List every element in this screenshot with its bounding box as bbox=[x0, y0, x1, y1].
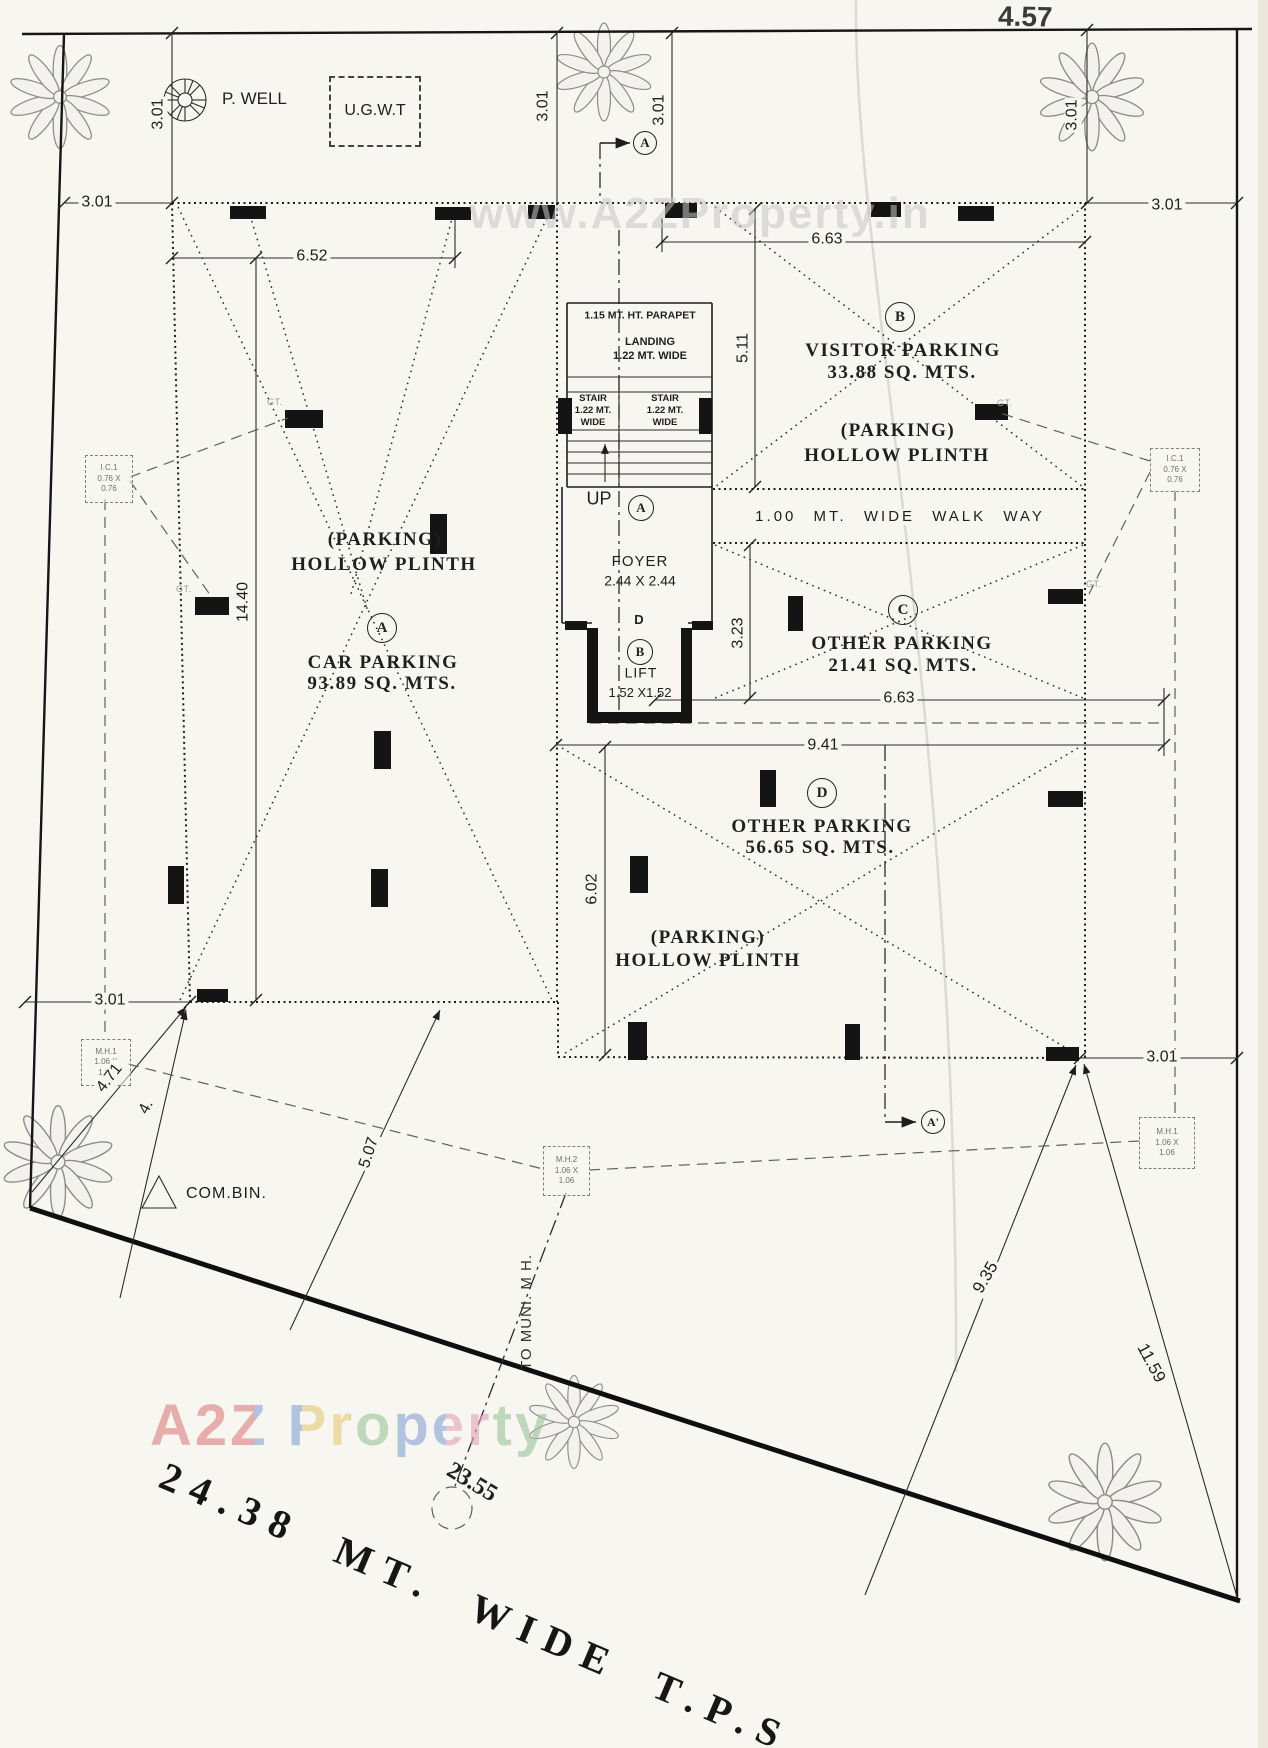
dim-3-01-bottom-right: 3.01 bbox=[1143, 1049, 1181, 1067]
zone-c-area: 21.41 SQ. MTS. bbox=[828, 655, 978, 677]
column-blocks bbox=[168, 202, 1083, 1061]
zone-d-marker: D bbox=[807, 778, 837, 808]
walkway-label: 1.00 MT. WIDE WALK WAY bbox=[751, 509, 1049, 525]
dim-3-01-top-v2: 3.01 bbox=[534, 88, 553, 124]
dim-6-63-bottom: 6.63 bbox=[880, 690, 918, 708]
dim-3-23: 3.23 bbox=[729, 615, 748, 651]
municipal-manhole-circle bbox=[431, 1486, 473, 1530]
zone-b-area: 33.88 SQ. MTS. bbox=[827, 362, 977, 384]
plinth-outline bbox=[171, 202, 1087, 1059]
lift-size-label: 1.52 X1.52 bbox=[608, 685, 672, 701]
parking-diagonals bbox=[177, 206, 1084, 1056]
dim-6-63-top: 6.63 bbox=[808, 231, 846, 249]
mh1-right-line3: 1.06 bbox=[1159, 1148, 1175, 1158]
to-muni-label: TO MUNI. M H. bbox=[518, 1253, 536, 1371]
gt-label-3: GT. bbox=[997, 398, 1013, 408]
dim-3-01-top-v3: 3.01 bbox=[650, 92, 669, 128]
stair-block bbox=[558, 302, 713, 723]
ic1-box-right: I.C.1 0.76 X 0.76 bbox=[1150, 448, 1200, 492]
foyer-label: FOYER bbox=[611, 553, 669, 571]
stair-left-label2: 1.22 MT. bbox=[574, 405, 612, 417]
dim-6-52: 6.52 bbox=[293, 248, 331, 266]
zone-a-area: 93.89 SQ. MTS. bbox=[307, 673, 457, 695]
dim-3-01-top-v4: 3.01 bbox=[1063, 97, 1082, 133]
landing-width-label: 1.22 MT. WIDE bbox=[613, 350, 687, 363]
p-well-label: P. WELL bbox=[222, 89, 287, 108]
zone-a-tag1: (PARKING) bbox=[327, 529, 443, 551]
zone-d-title: OTHER PARKING bbox=[731, 816, 913, 838]
utility-lines bbox=[104, 411, 1176, 1530]
mh1-right-line2: 1.06 X bbox=[1155, 1137, 1179, 1147]
watermark-bottom: A2Z Property bbox=[150, 1393, 551, 1458]
zone-b-marker: B bbox=[885, 302, 915, 332]
dim-3-01-bottom-left: 3.01 bbox=[91, 992, 129, 1010]
mh2-line3: 1.06 bbox=[558, 1176, 575, 1186]
zone-b-tag1: (PARKING) bbox=[840, 420, 956, 442]
watermark-top: www.A2ZProperty.in bbox=[469, 188, 931, 238]
section-marker-a: A bbox=[633, 131, 657, 155]
stair-right-label3: WIDE bbox=[652, 417, 678, 429]
com-bin-label: COM.BIN. bbox=[186, 1185, 267, 1202]
stair-left-label1: STAIR bbox=[579, 393, 607, 405]
mh2-line1: M.H.2 bbox=[555, 1155, 578, 1165]
road-line bbox=[29, 1205, 1241, 1604]
dim-14-40: 14.40 bbox=[234, 579, 253, 625]
zone-b-tag2: HOLLOW PLINTH bbox=[804, 445, 990, 467]
section-marker-a-prime: A' bbox=[921, 1110, 945, 1134]
dim-9-41: 9.41 bbox=[804, 737, 842, 755]
zone-a-marker: A bbox=[367, 613, 397, 643]
plot-well-icon bbox=[163, 78, 207, 122]
dim-6-02: 6.02 bbox=[583, 871, 602, 907]
dim-3-01-top-left: 3.01 bbox=[78, 194, 116, 212]
door-label: D bbox=[631, 613, 647, 627]
stair-left-label3: WIDE bbox=[580, 417, 606, 429]
zone-b-title: VISITOR PARKING bbox=[805, 340, 1001, 362]
stair-right-label1: STAIR bbox=[651, 393, 679, 405]
com-bin-icon bbox=[141, 1174, 177, 1209]
mh1-left-line2: 1.06 X bbox=[94, 1057, 118, 1067]
corner-note: 4.57 bbox=[997, 0, 1053, 33]
ic1-right-line3: 0.76 bbox=[1167, 475, 1183, 485]
ic1-left-line3: 0.76 bbox=[101, 484, 117, 494]
ic1-right-line2: 0.76 X bbox=[1163, 464, 1187, 474]
zone-a-title: CAR PARKING bbox=[307, 652, 459, 674]
dim-3-01-top-v1: 3.01 bbox=[149, 96, 168, 132]
gt-label-4: GT. bbox=[1086, 579, 1102, 589]
zone-d-tag1: (PARKING) bbox=[650, 927, 766, 949]
mh1-box-right: M.H.1 1.06 X 1.06 bbox=[1139, 1117, 1195, 1169]
zone-c-title: OTHER PARKING bbox=[811, 633, 993, 655]
dimension-lines bbox=[18, 23, 1244, 1598]
stair-right-label2: 1.22 MT. bbox=[646, 405, 684, 417]
gt-label-1: GT. bbox=[267, 397, 283, 407]
ic1-box-left: I.C.1 0.76 X 0.76 bbox=[85, 455, 133, 503]
mh2-box: M.H.2 1.06 X 1.06 bbox=[543, 1146, 590, 1196]
dim-5-11: 5.11 bbox=[734, 331, 753, 365]
scan-crease-marks bbox=[854, 0, 1268, 1748]
gt-label-2: GT. bbox=[176, 584, 192, 594]
up-label: UP bbox=[586, 488, 612, 509]
dim-3-01-top-right: 3.01 bbox=[1148, 197, 1186, 215]
ic1-left-line1: I.C.1 bbox=[100, 463, 118, 473]
parapet-label: 1.15 MT. HT. PARAPET bbox=[584, 309, 696, 322]
ic1-left-line2: 0.76 X bbox=[97, 473, 121, 483]
zone-d-area: 56.65 SQ. MTS. bbox=[745, 837, 895, 859]
mh1-right-line1: M.H.1 bbox=[1156, 1127, 1178, 1137]
zone-c-marker: C bbox=[888, 595, 918, 625]
zone-d-tag2: HOLLOW PLINTH bbox=[615, 950, 801, 972]
mh2-line2: 1.06 X bbox=[554, 1165, 579, 1175]
foyer-marker: A bbox=[628, 495, 654, 521]
site-boundary bbox=[21, 27, 1253, 1604]
ugwt-tank: U.G.W.T bbox=[329, 76, 421, 147]
lift-marker: B bbox=[627, 639, 653, 665]
landing-label: LANDING bbox=[624, 336, 676, 349]
ic1-right-line1: I.C.1 bbox=[1166, 454, 1184, 464]
lift-label: LIFT bbox=[624, 664, 658, 681]
foyer-size-label: 2.44 X 2.44 bbox=[604, 572, 676, 589]
zone-a-tag2: HOLLOW PLINTH bbox=[291, 554, 477, 576]
mh1-left-line1: M.H.1 bbox=[95, 1046, 117, 1056]
